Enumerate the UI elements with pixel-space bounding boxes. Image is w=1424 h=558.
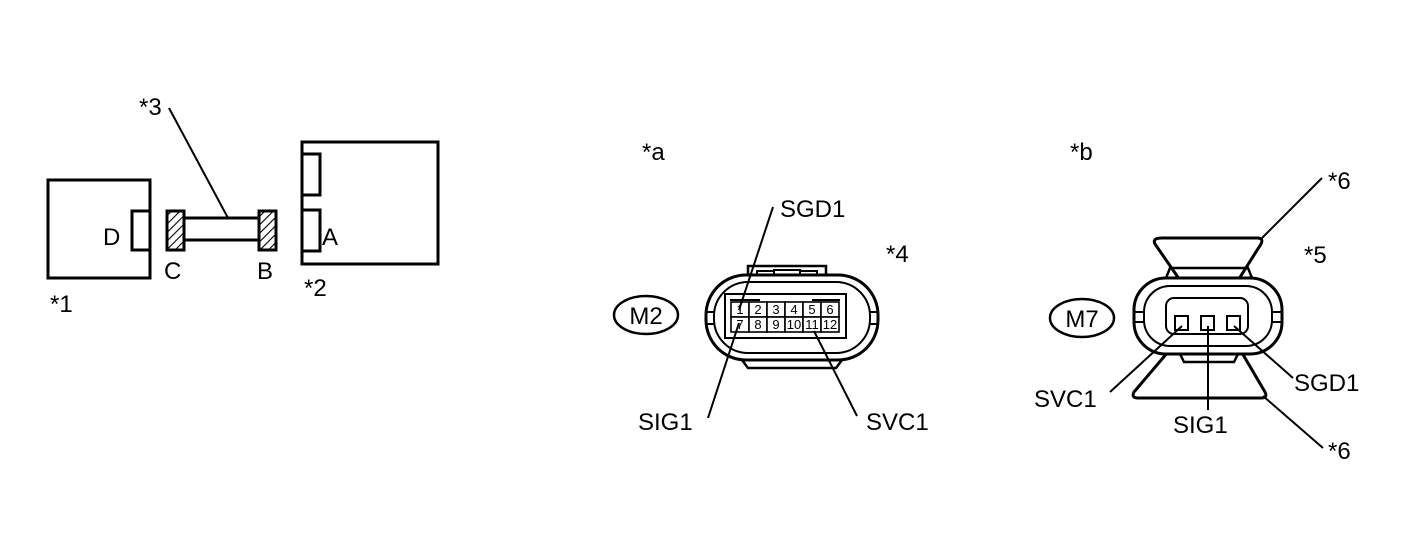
m2-pin-cell-12 [820,316,840,333]
terminal-c-label: C [164,258,181,285]
label-svc1-b: SVC1 [1034,386,1097,413]
ref-6-bottom-label: *6 [1328,438,1351,465]
label-sgd1-b: SGD1 [1294,370,1359,397]
connector-m7-outline [1131,236,1268,400]
upper-slot [300,152,322,197]
terminal-d-label: D [103,224,120,251]
m7-terminal-sgd1 [1226,315,1241,331]
leader-sgd1-b [1233,325,1294,379]
connector-code-m7-oval [1048,297,1116,339]
view-mark-a: *a [642,139,665,166]
leader-6-bottom [1262,395,1324,449]
m2-pin-label-8: 8 [754,317,761,332]
label-svc1-a: SVC1 [866,409,929,436]
leader-sig1-a [707,322,740,419]
m2-pin-label-9: 9 [772,317,779,332]
terminal-a-slot [300,208,322,253]
component-2 [300,140,440,266]
label-sig1-b: SIG1 [1173,412,1228,439]
connector-code-m2: M2 [629,303,662,330]
ref-3-label: *3 [139,94,162,121]
m2-pin-label-11: 11 [805,317,819,332]
m2-pin-label-2: 2 [754,302,761,317]
leader-6-top [1261,177,1323,239]
ref-6-top-label: *6 [1328,168,1351,195]
leader-svc1-b [1109,325,1183,393]
m2-pin-label-6: 6 [826,302,833,317]
m2-pin-label-7: 7 [736,317,743,332]
component-2-body [300,140,440,266]
m2-pin-label-3: 3 [772,302,779,317]
m7-terminal-svc1 [1174,315,1189,331]
terminal-d-slot [130,209,152,252]
connector-code-m2-oval [612,294,680,336]
ref-5-label: *5 [1304,242,1327,269]
label-sig1-a: SIG1 [638,409,693,436]
leader-svc1-a [813,330,858,417]
ref-2-label: *2 [304,275,327,302]
terminal-b-plug [257,209,278,252]
leader-sgd1-a [738,206,774,311]
m2-pin-label-10: 10 [787,317,801,332]
jumper-wire-body [182,216,262,242]
ref-4-label: *4 [886,241,909,268]
m2-pin-label-4: 4 [790,302,797,317]
m2-pin-label-12: 12 [823,317,837,332]
terminal-c-plug [165,209,186,252]
jumper-wire-3 [165,107,278,252]
m2-pin-label-5: 5 [808,302,815,317]
terminal-a-label: A [322,224,338,251]
leader-3 [168,107,229,219]
connector-code-m7: M7 [1065,306,1098,333]
ref-1-label: *1 [50,291,73,318]
terminal-b-label: B [257,258,273,285]
label-sgd1-a: SGD1 [780,196,845,223]
view-mark-b: *b [1070,139,1093,166]
component-1 [46,178,152,280]
